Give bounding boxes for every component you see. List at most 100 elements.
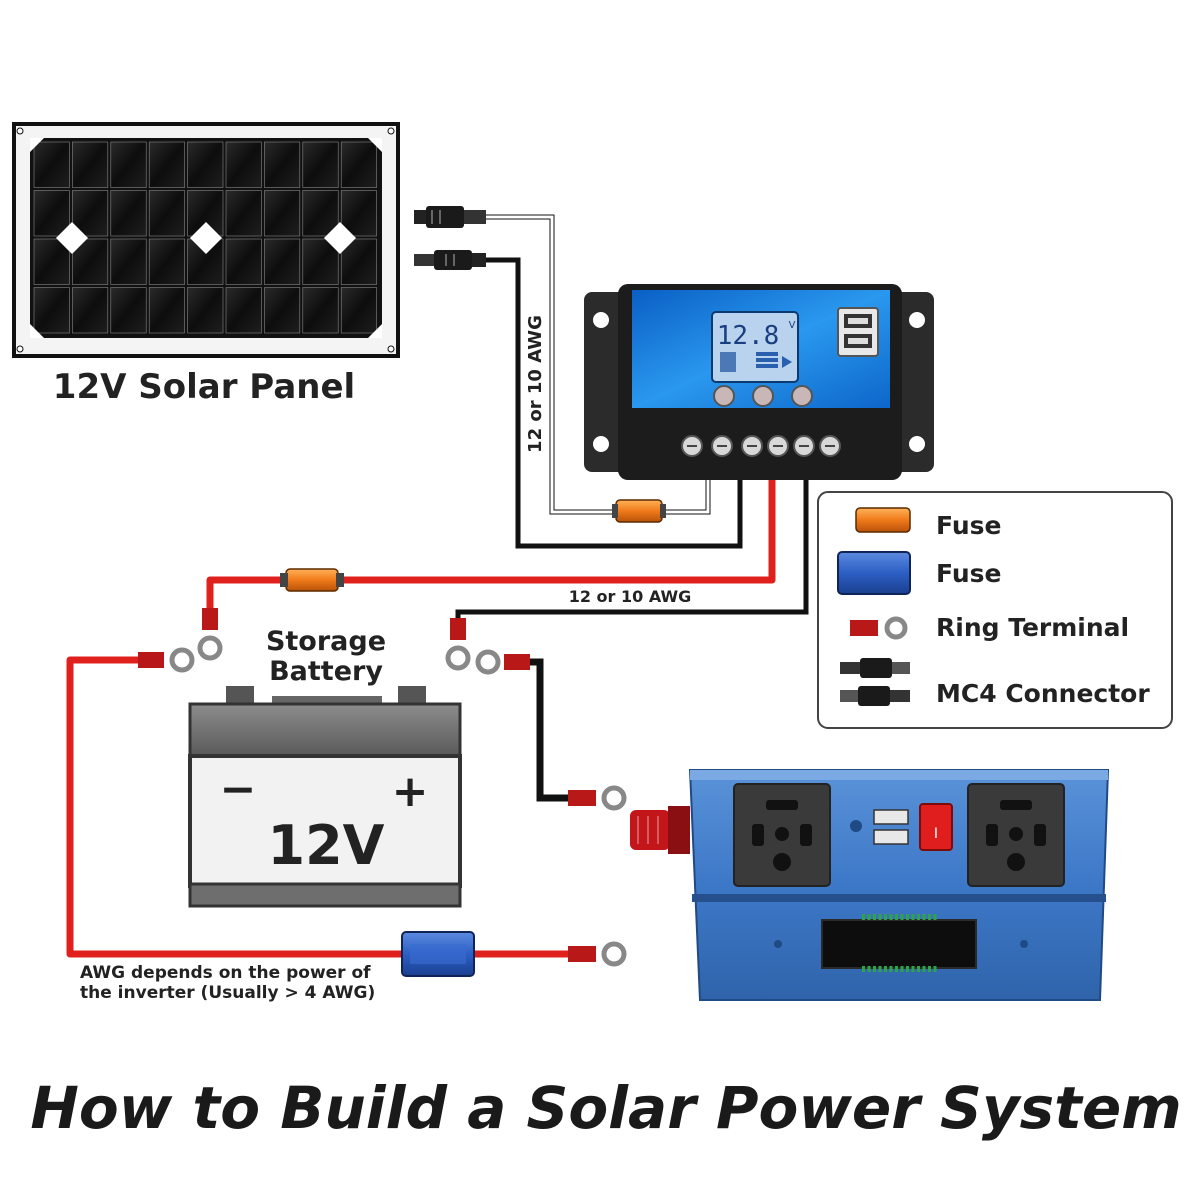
power-inverter: I: [630, 769, 1110, 1001]
ring-terminal-pos-low: [138, 647, 195, 673]
battery-voltage: 12V: [268, 814, 385, 877]
display-pin: [933, 914, 937, 920]
display-pin: [928, 914, 931, 920]
fuse-battery: [280, 568, 344, 592]
display-pin: [889, 966, 893, 972]
solar-cell: [110, 141, 147, 188]
fuse-panel: [612, 499, 666, 523]
solar-cell: [33, 190, 70, 237]
ring-terminal-neg-top: [445, 618, 471, 671]
legend-orange-fuse-icon: [855, 507, 911, 533]
solar-panel: [12, 122, 400, 358]
lcd-icons: [720, 352, 792, 372]
solar-cell: [225, 190, 262, 237]
solar-cell: [148, 238, 185, 285]
solar-cell: [340, 141, 377, 188]
display-pin: [873, 966, 876, 972]
display-pin: [928, 966, 931, 972]
solar-cell: [33, 141, 70, 188]
solar-cell: [33, 287, 70, 334]
charge-controller: 12.8 V: [584, 284, 934, 480]
solar-cell: [225, 238, 262, 285]
inverter-outlet-right: [967, 783, 1065, 887]
usb-ports: [837, 307, 879, 357]
solar-cell: [187, 141, 224, 188]
display-pin: [917, 914, 920, 920]
inverter-terminal: [630, 806, 690, 854]
controller-buttons: [713, 385, 813, 407]
solar-cell: [72, 141, 109, 188]
solar-cell: [302, 190, 339, 237]
display-pin: [884, 914, 887, 920]
solar-cell: [148, 141, 185, 188]
solar-cell: [72, 287, 109, 334]
solar-cell: [340, 190, 377, 237]
solar-cell: [110, 238, 147, 285]
legend-label-1: Fuse: [936, 559, 1001, 588]
display-pin: [906, 966, 909, 972]
solar-cell: [225, 287, 262, 334]
display-pin: [867, 914, 871, 920]
solar-cell: [110, 190, 147, 237]
display-pin: [862, 914, 865, 920]
solar-cell: [264, 141, 301, 188]
solar-cell: [264, 287, 301, 334]
legend-mc4-connector-icon: [840, 658, 910, 706]
display-pin: [922, 966, 926, 972]
display-pin: [933, 966, 937, 972]
mc4-connector-top: [414, 206, 486, 228]
controller-battery-wires: [206, 480, 809, 628]
solar-cells: [33, 141, 377, 334]
solar-cell: [110, 287, 147, 334]
controller-wire-gauge-label: 12 or 10 AWG: [569, 587, 692, 606]
inverter-power-switch: I: [919, 803, 953, 851]
battery-minus: −: [220, 764, 257, 815]
panel-wire-gauge-label: 12 or 10 AWG: [525, 315, 546, 453]
display-pin: [878, 966, 882, 972]
battery-inverter-wires: [66, 656, 572, 958]
solar-cell: [187, 287, 224, 334]
legend-label-3: MC4 Connector: [936, 679, 1150, 708]
solar-cell: [264, 238, 301, 285]
inverter-outlet-left: [733, 783, 831, 887]
display-pin: [884, 966, 887, 972]
legend-blue-fuse-icon: [837, 551, 911, 595]
solar-cell: [225, 141, 262, 188]
mc4-connector-bottom: [414, 250, 486, 270]
solar-cell: [302, 238, 339, 285]
display-pin: [862, 966, 865, 972]
display-pin: [922, 914, 926, 920]
display-pin: [917, 966, 920, 972]
ring-terminal-pos-top: [197, 608, 223, 661]
inverter-wire-note-line2: the inverter (Usually > 4 AWG): [80, 983, 375, 1003]
display-pin: [867, 966, 871, 972]
solar-cell: [340, 287, 377, 334]
battery-label-line2: Battery: [269, 656, 383, 687]
solar-cell: [264, 190, 301, 237]
ring-terminal-inverter-neg: [568, 785, 627, 811]
inverter-display: [821, 914, 977, 972]
ring-terminal-inverter-pos: [568, 941, 627, 967]
legend-label-2: Ring Terminal: [936, 613, 1129, 642]
panel-diamonds: [30, 138, 382, 338]
inverter-usb-ports: [873, 809, 909, 845]
display-pin: [911, 914, 915, 920]
storage-battery: − + 12V: [188, 686, 462, 908]
inverter-wire-note-line1: AWG depends on the power of: [80, 963, 371, 983]
solar-cell: [148, 287, 185, 334]
svg-text:I: I: [934, 826, 938, 842]
solar-cell: [33, 238, 70, 285]
legend-label-0: Fuse: [936, 511, 1001, 540]
lcd-unit: V: [789, 320, 796, 331]
solar-panel-label: 12V Solar Panel: [53, 367, 355, 407]
display-pin: [911, 966, 915, 972]
display-pin: [906, 914, 909, 920]
fuse-inverter: [401, 931, 475, 977]
display-pin: [900, 966, 904, 972]
battery-plus: +: [392, 766, 429, 817]
display-pin: [889, 914, 893, 920]
display-pin: [895, 914, 898, 920]
solar-cell: [302, 287, 339, 334]
legend-ring-terminal-icon: [850, 616, 908, 640]
